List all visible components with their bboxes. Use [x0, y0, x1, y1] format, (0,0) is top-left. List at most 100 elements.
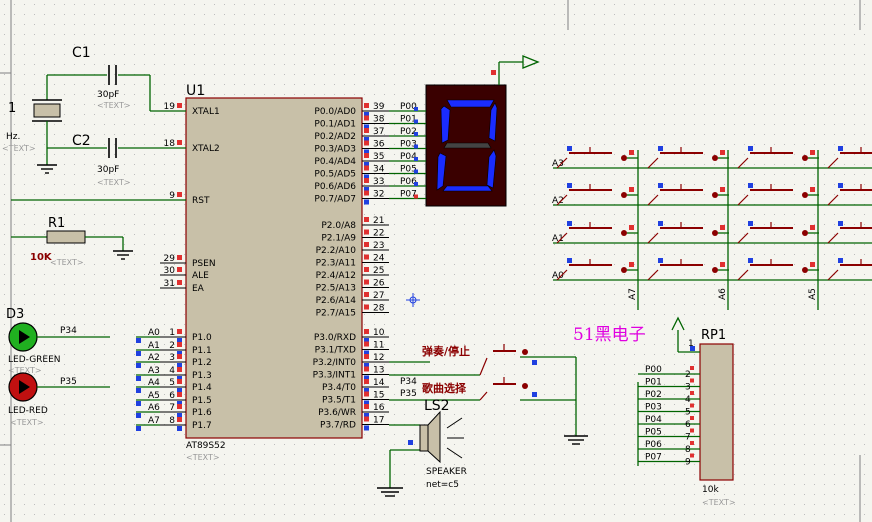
keypad-key[interactable] [827, 221, 872, 244]
pin-name: P3.7/RD [320, 421, 356, 431]
keypad-key[interactable] [647, 258, 729, 281]
led-green[interactable]: D3 LED-GREEN <TEXT> P34 [6, 307, 110, 375]
ground-symbol [37, 164, 57, 174]
d3-text: <TEXT> [8, 366, 42, 375]
rp1-net-label: P07 [645, 453, 662, 463]
keypad-key[interactable] [556, 183, 638, 206]
speaker[interactable]: LS2 SPEAKER net=c5 [377, 398, 467, 497]
rp1-pin-number: 3 [685, 383, 691, 393]
pin-name: XTAL1 [192, 107, 220, 117]
u1-text: <TEXT> [186, 453, 220, 462]
keypad-key[interactable] [827, 146, 872, 169]
led-red[interactable]: LED-RED <TEXT> P35 [8, 372, 110, 427]
d-red-text: <TEXT> [10, 418, 44, 427]
keypad-key[interactable] [556, 146, 638, 169]
keypad-key[interactable] [737, 183, 819, 206]
net-label: A7 [148, 416, 160, 426]
rp1-net-label: P05 [645, 428, 662, 438]
keypad-key[interactable] [737, 146, 819, 169]
pin-name: P3.0/RXD [314, 333, 356, 343]
seg-net-label: P05 [400, 165, 417, 175]
net-label: A6 [148, 403, 160, 413]
crystal-freq: Hz. [6, 132, 20, 142]
net-label: A2 [148, 353, 160, 363]
play-stop-button[interactable]: 弹奏/停止 [389, 344, 540, 376]
pin-name: P0.2/AD2 [314, 132, 356, 142]
keypad-key[interactable] [647, 183, 729, 206]
keypad-col-label: A6 [718, 288, 728, 300]
pin-number: 11 [373, 341, 384, 351]
rp1-pin1: 1 [688, 339, 694, 349]
keypad-key[interactable] [647, 221, 729, 244]
pin-number: 30 [164, 266, 176, 276]
keypad-key[interactable] [556, 221, 638, 244]
keypad-key[interactable] [556, 258, 638, 281]
r1-resistor[interactable]: R1 10K <TEXT> [11, 216, 133, 267]
pin-name: P2.0/A8 [321, 221, 356, 231]
rp1-net-label: P00 [645, 365, 662, 375]
pin-name: P1.2 [192, 358, 212, 368]
c1-capacitor[interactable]: C1 30pF <TEXT> [47, 45, 150, 110]
c2-ref: C2 [72, 133, 91, 149]
keypad-key[interactable] [827, 183, 872, 206]
r1-text: <TEXT> [50, 258, 84, 267]
crystal[interactable]: 1 Hz. <TEXT> [2, 75, 186, 165]
p35-net: P35 [400, 389, 417, 399]
seg-net-label: P04 [400, 152, 417, 162]
pin-name: P3.1/TXD [315, 346, 356, 356]
seven-segment-display[interactable] [425, 84, 507, 207]
keypad-key[interactable] [737, 258, 819, 281]
keypad-key[interactable] [737, 221, 819, 244]
c2-capacitor[interactable]: C2 30pF <TEXT> [47, 133, 186, 187]
song-select-button[interactable]: 歌曲选择 [389, 377, 576, 401]
u1-part: AT89S52 [186, 441, 226, 451]
speaker-part: SPEAKER [426, 467, 467, 477]
song-select-label: 歌曲选择 [422, 381, 467, 395]
keypad-key[interactable] [827, 258, 872, 281]
pin-name: P2.2/A10 [316, 246, 357, 256]
pin-number: 10 [373, 328, 385, 338]
pin-name: P1.5 [192, 396, 212, 406]
keypad-key[interactable] [647, 146, 729, 169]
pin-name: P2.4/A12 [316, 271, 356, 281]
